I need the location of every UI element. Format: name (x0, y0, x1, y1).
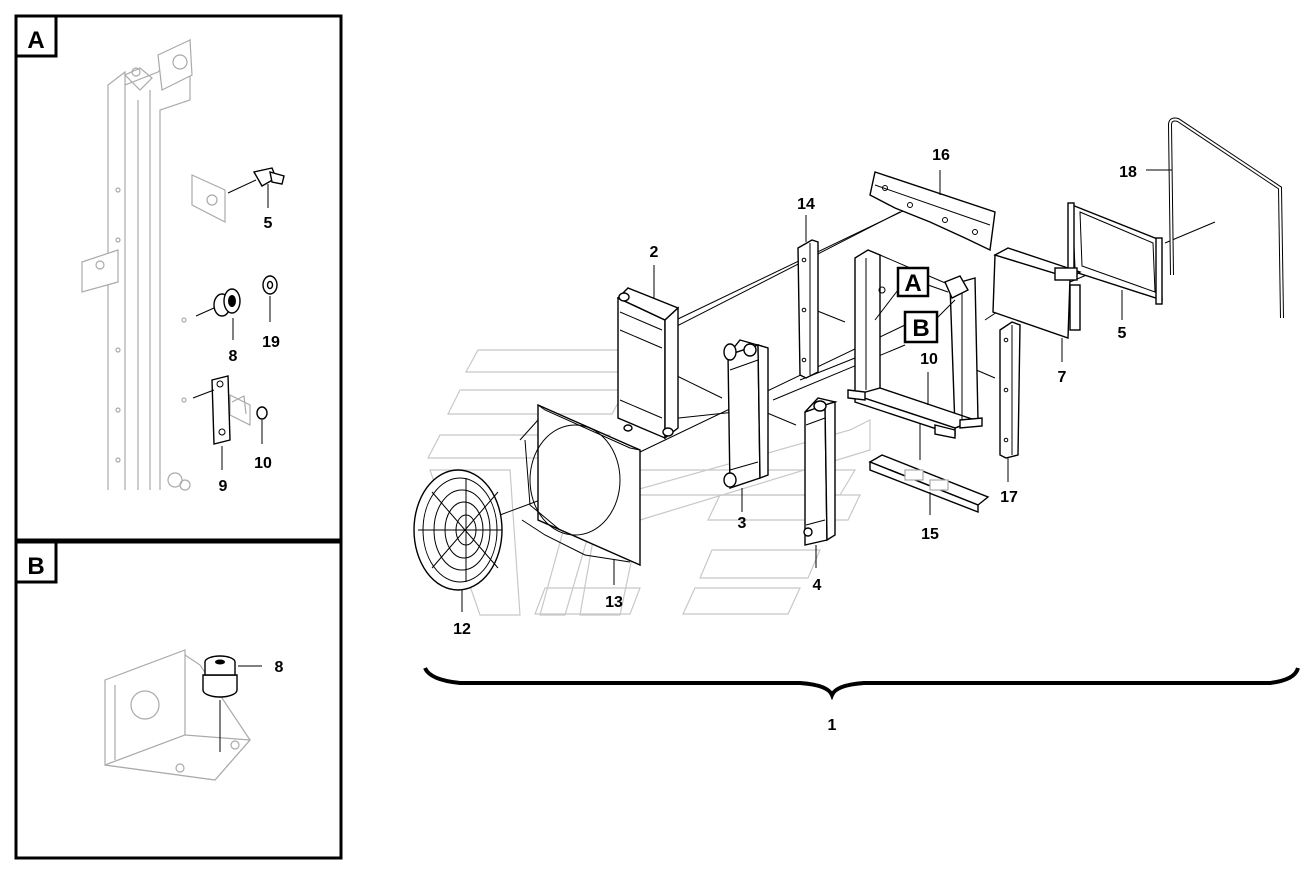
label-4: 4 (813, 577, 822, 594)
nut-part (231, 395, 268, 444)
svg-text:A: A (904, 270, 921, 297)
main-frame-part (847, 249, 983, 439)
assembly-brace (423, 667, 1300, 701)
washer-part (262, 275, 278, 322)
detail-a-label-10: 10 (254, 455, 272, 472)
detail-a-label-8: 8 (229, 348, 238, 365)
side-bar-left-part (797, 215, 819, 379)
detail-a-label-9: 9 (219, 478, 228, 495)
label-18: 18 (1119, 164, 1137, 181)
oil-cooler-part (803, 397, 838, 568)
corner-bracket-ghost (104, 649, 252, 781)
detail-a-letter: A (27, 27, 44, 54)
detail-a-label-19: 19 (262, 334, 280, 351)
detail-b-label-8: 8 (275, 659, 284, 676)
bracket-part (192, 375, 231, 470)
label-17: 17 (1000, 489, 1018, 506)
callout-a: A (874, 266, 949, 321)
detail-a-letter-box (14, 14, 58, 58)
label-7: 7 (1058, 369, 1067, 386)
top-plate-part (869, 170, 996, 252)
rubber-mount-part (195, 288, 241, 340)
detail-view-a: A (14, 14, 343, 542)
radiator-part (616, 265, 680, 440)
detail-b-letter-box (14, 540, 58, 584)
rod-part (1146, 117, 1284, 319)
label-16: 16 (932, 147, 950, 164)
label-2: 2 (650, 244, 659, 261)
label-10: 10 (920, 351, 938, 368)
label-5: 5 (1118, 325, 1127, 342)
label-15: 15 (921, 526, 939, 543)
fan-guard-part (413, 469, 503, 612)
callout-b: B (903, 299, 956, 344)
label-12: 12 (453, 621, 471, 638)
frame-post-ghost (81, 38, 251, 491)
label-1: 1 (828, 717, 837, 734)
detail-view-b: B 8 (14, 540, 343, 860)
label-3: 3 (738, 515, 747, 532)
detail-a-label-5: 5 (264, 215, 273, 232)
screen-frame-part (1067, 202, 1163, 320)
cooler-part (723, 339, 769, 512)
condenser-part (992, 247, 1082, 362)
svg-text:B: B (912, 315, 929, 342)
bottom-plate-part (868, 454, 990, 515)
fan-shroud-part (519, 403, 641, 585)
label-14: 14 (797, 196, 815, 213)
main-exploded-view: 16 18 5 7 (413, 117, 1300, 734)
label-13: 13 (605, 594, 623, 611)
sensor-part (227, 167, 285, 208)
detail-b-letter: B (27, 553, 44, 580)
rubber-mount-b (202, 655, 262, 752)
side-bar-right-part (999, 321, 1021, 482)
